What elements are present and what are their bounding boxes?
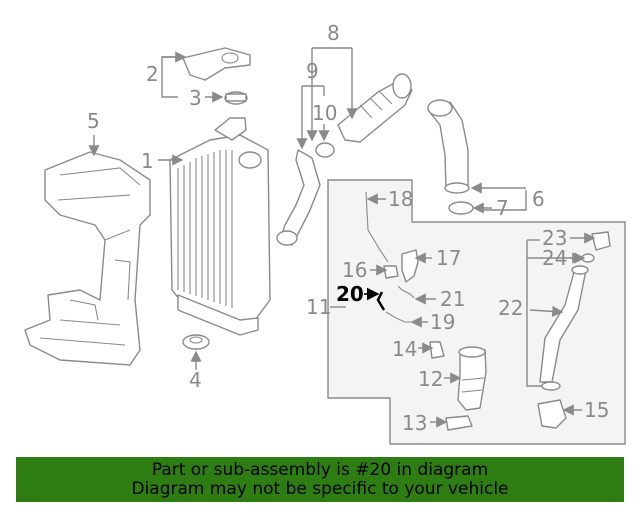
part-grommet-lower[interactable] [182,334,210,350]
callout-5: 5 [87,109,100,133]
callout-9: 9 [306,59,319,83]
callout-18: 18 [388,187,413,211]
callout-11: 11 [306,295,331,319]
callout-4: 4 [189,368,202,392]
part-air-duct[interactable] [24,151,151,366]
callout-19: 19 [430,310,455,334]
callout-14: 14 [392,337,417,361]
callout-24: 24 [542,246,567,270]
part-connector-21[interactable] [397,285,415,299]
part-sensor-wire[interactable] [365,191,389,263]
part-valve-body[interactable] [457,346,487,411]
callout-22: 22 [498,296,523,320]
part-bracket[interactable] [182,47,251,81]
part-upper-duct[interactable] [337,73,413,143]
callout-16: 16 [342,258,367,282]
info-banner: Part or sub-assembly is #20 in diagram D… [16,457,624,502]
callout-10: 10 [312,101,337,125]
callout-2: 2 [146,62,159,86]
banner-line-1: Part or sub-assembly is #20 in diagram [151,460,489,480]
part-intercooler[interactable] [169,117,271,336]
parts-diagram: 1 2 3 4 5 6 7 8 9 10 11 12 13 14 15 16 1… [24,21,626,445]
callout-15: 15 [584,398,609,422]
callout-6: 6 [532,187,545,211]
part-fitting-23[interactable] [591,231,611,251]
leader-lines [88,47,596,428]
banner-line-2: Diagram may not be specific to your vehi… [131,479,509,499]
callout-13: 13 [402,411,427,435]
callout-3: 3 [189,86,202,110]
callout-8: 8 [327,21,340,45]
part-coolant-hose[interactable] [539,265,589,391]
callout-7: 7 [496,196,509,220]
part-pump-15[interactable] [537,399,567,429]
callout-12: 12 [418,367,443,391]
part-hose-left[interactable] [276,149,321,246]
callout-17: 17 [436,246,461,270]
callout-21: 21 [440,287,465,311]
part-sensor-16[interactable] [383,265,399,279]
callout-labels: 1 2 3 4 5 6 7 8 9 10 11 12 13 14 15 16 1… [87,21,609,435]
part-outlet-pipe[interactable] [427,99,470,194]
part-clamp-7[interactable] [448,201,474,215]
callout-20: 20 [336,282,364,306]
part-bracket-17[interactable] [401,249,419,283]
callout-23: 23 [542,226,567,250]
part-clamp-10[interactable] [315,142,335,158]
part-grommet-top[interactable] [224,91,248,105]
callout-1: 1 [141,149,154,173]
